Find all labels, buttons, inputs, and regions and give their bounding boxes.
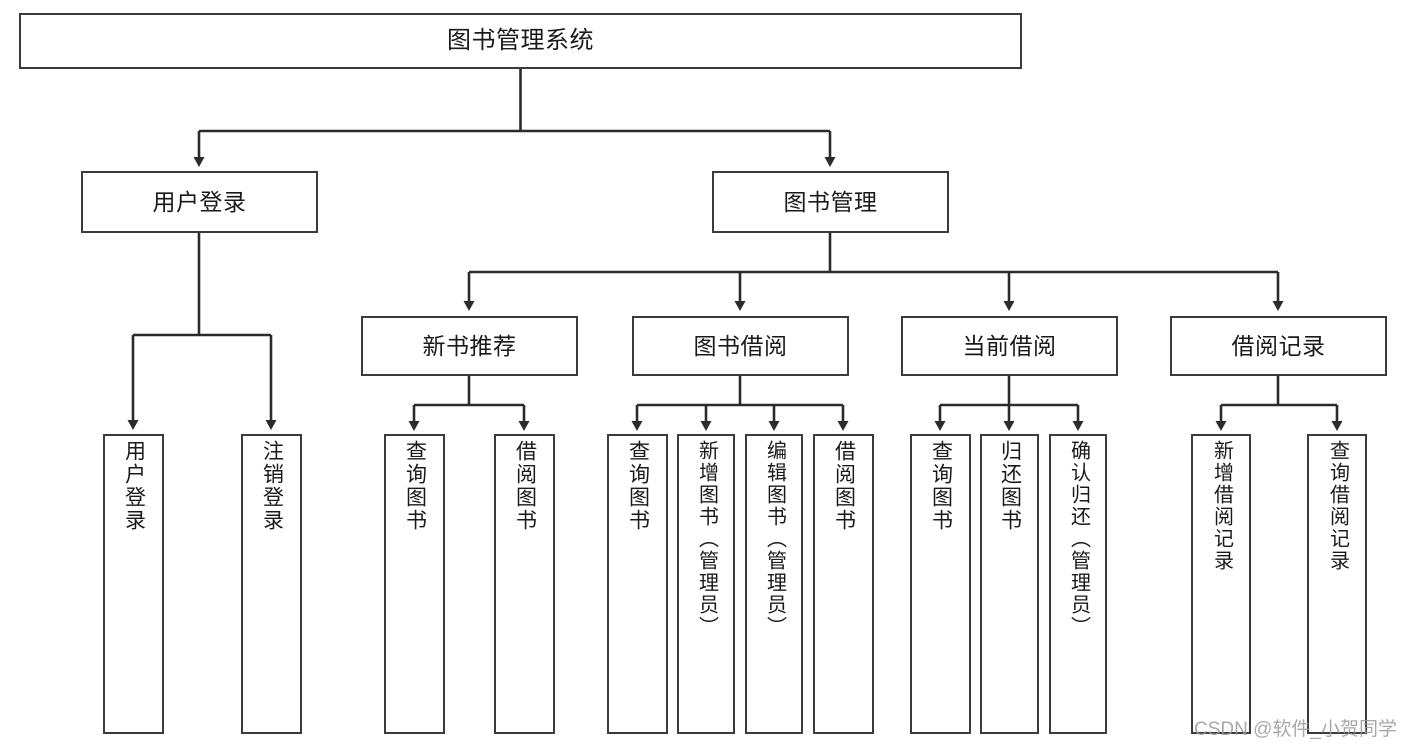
watermark: CSDN @软件_小贺同学 bbox=[1194, 719, 1397, 740]
leaf-current-borrow-query-book[interactable]: 查询图书 bbox=[910, 434, 971, 734]
node-borrow-record[interactable]: 借阅记录 bbox=[1170, 316, 1387, 376]
node-label: 图书管理系统 bbox=[447, 27, 594, 55]
leaf-user-login-sign-out[interactable]: 注销登录 bbox=[241, 434, 302, 734]
leaf-book-borrow-add-book-admin[interactable]: 新增图书（管理员） bbox=[677, 434, 735, 734]
node-book-borrow[interactable]: 图书借阅 bbox=[632, 316, 849, 376]
node-label: 查询图书 bbox=[403, 440, 427, 532]
node-label: 新增借阅记录 bbox=[1210, 440, 1233, 572]
node-label: 用户登录 bbox=[122, 440, 146, 532]
node-label: 图书管理 bbox=[783, 188, 878, 215]
node-label: 当前借阅 bbox=[962, 332, 1057, 359]
leaf-borrow-record-add-record[interactable]: 新增借阅记录 bbox=[1191, 434, 1251, 734]
leaf-borrow-record-query-record[interactable]: 查询借阅记录 bbox=[1307, 434, 1367, 734]
node-label: 图书借阅 bbox=[693, 332, 788, 359]
node-root-book-management-system[interactable]: 图书管理系统 bbox=[19, 13, 1022, 69]
node-label: 确认归还（管理员） bbox=[1067, 440, 1090, 638]
node-label: 归还图书 bbox=[998, 440, 1022, 532]
node-book-management[interactable]: 图书管理 bbox=[712, 171, 949, 233]
node-label: 查询图书 bbox=[929, 440, 953, 532]
node-label: 查询图书 bbox=[626, 440, 650, 532]
node-label: 用户登录 bbox=[152, 188, 247, 215]
leaf-book-borrow-query-book[interactable]: 查询图书 bbox=[607, 434, 668, 734]
leaf-new-book-query-book[interactable]: 查询图书 bbox=[384, 434, 445, 734]
node-label: 查询借阅记录 bbox=[1326, 440, 1349, 572]
node-label: 借阅图书 bbox=[513, 440, 537, 532]
leaf-book-borrow-borrow-book[interactable]: 借阅图书 bbox=[813, 434, 874, 734]
node-label: 新增图书（管理员） bbox=[695, 440, 718, 638]
node-label: 新书推荐 bbox=[422, 332, 517, 359]
leaf-current-borrow-return-book[interactable]: 归还图书 bbox=[980, 434, 1039, 734]
node-label: 借阅图书 bbox=[832, 440, 856, 532]
node-label: 注销登录 bbox=[260, 440, 284, 532]
node-new-book-recommend[interactable]: 新书推荐 bbox=[361, 316, 578, 376]
leaf-book-borrow-edit-book-admin[interactable]: 编辑图书（管理员） bbox=[745, 434, 803, 734]
leaf-new-book-borrow-book[interactable]: 借阅图书 bbox=[494, 434, 555, 734]
node-user-login[interactable]: 用户登录 bbox=[81, 171, 318, 233]
leaf-user-login-sign-in[interactable]: 用户登录 bbox=[103, 434, 164, 734]
node-label: 编辑图书（管理员） bbox=[763, 440, 786, 638]
node-current-borrow[interactable]: 当前借阅 bbox=[901, 316, 1118, 376]
leaf-current-borrow-confirm-return-admin[interactable]: 确认归还（管理员） bbox=[1049, 434, 1107, 734]
node-label: 借阅记录 bbox=[1231, 332, 1326, 359]
